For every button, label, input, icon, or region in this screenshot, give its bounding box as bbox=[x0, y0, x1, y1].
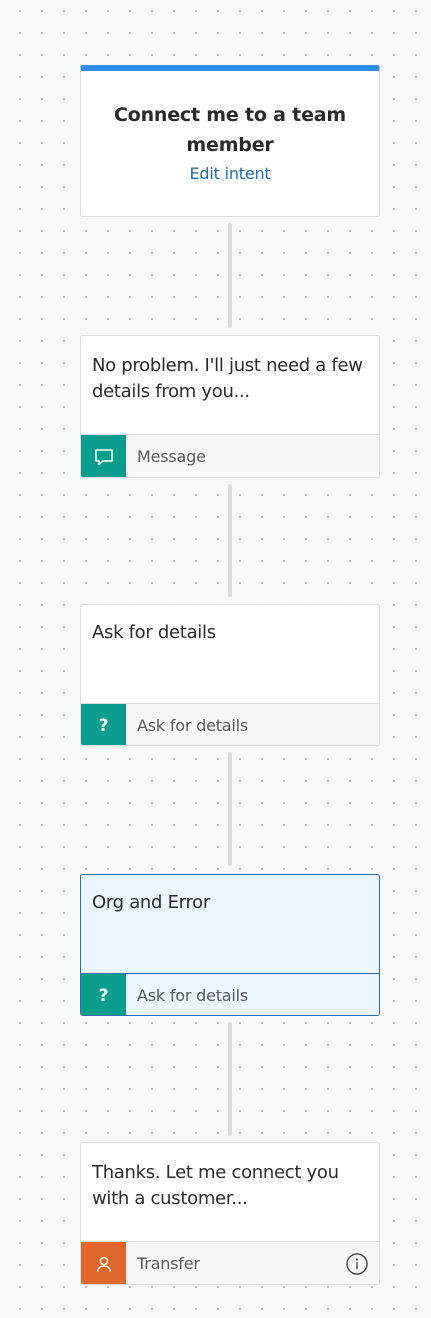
connector-line bbox=[228, 752, 232, 866]
message-icon bbox=[81, 435, 126, 477]
question-icon: ? bbox=[81, 974, 126, 1015]
node-text: No problem. I'll just need a few details… bbox=[92, 355, 363, 402]
info-icon[interactable] bbox=[334, 1242, 379, 1284]
person-icon bbox=[81, 1242, 126, 1284]
connector-line bbox=[228, 1022, 232, 1136]
node-type-label: Transfer bbox=[137, 1254, 200, 1273]
node-footer: Message bbox=[81, 434, 379, 477]
trigger-title: Connect me to a team member bbox=[114, 104, 346, 156]
node-type-label: Ask for details bbox=[137, 716, 249, 735]
question-icon: ? bbox=[81, 704, 126, 745]
node-text: Ask for details bbox=[92, 622, 216, 643]
question-node-selected[interactable]: Org and Error ? Ask for details bbox=[80, 874, 380, 1016]
node-footer: ? Ask for details bbox=[81, 973, 379, 1015]
trigger-card[interactable]: Connect me to a team member Edit intent bbox=[80, 65, 380, 217]
node-text: Thanks. Let me connect you with a custom… bbox=[92, 1162, 339, 1209]
node-footer: Transfer bbox=[81, 1241, 379, 1284]
node-type-label: Message bbox=[137, 447, 206, 466]
message-node[interactable]: No problem. I'll just need a few details… bbox=[80, 335, 380, 478]
node-footer: ? Ask for details bbox=[81, 703, 379, 745]
transfer-node[interactable]: Thanks. Let me connect you with a custom… bbox=[80, 1142, 380, 1285]
node-text: Org and Error bbox=[81, 875, 379, 973]
connector-line bbox=[228, 484, 232, 597]
connector-line bbox=[228, 223, 232, 328]
edit-intent-link[interactable]: Edit intent bbox=[189, 164, 271, 183]
question-node[interactable]: Ask for details ? Ask for details bbox=[80, 604, 380, 746]
node-type-label: Ask for details bbox=[137, 986, 249, 1005]
